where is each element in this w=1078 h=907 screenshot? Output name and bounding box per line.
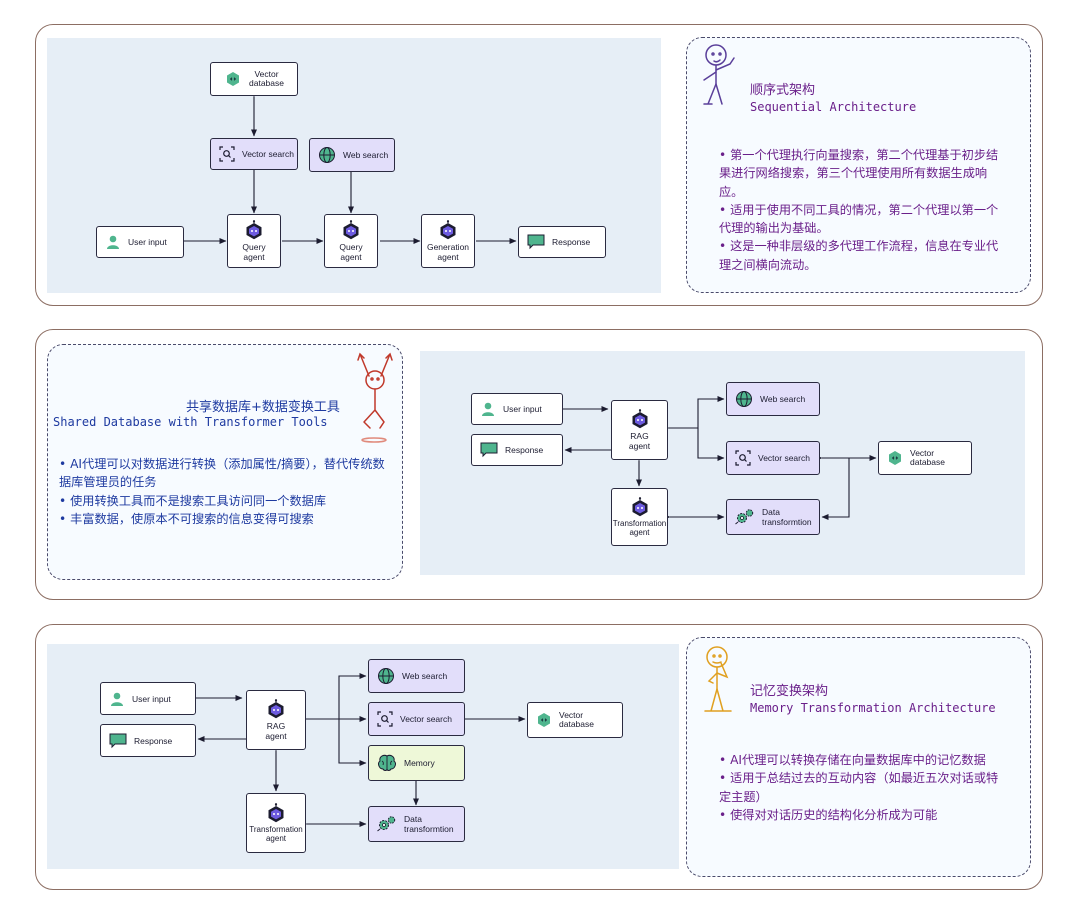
transformation-agent-node[interactable]: Transformation agent <box>246 793 306 853</box>
panel1-bullet: 第一个代理执行向量搜索，第二个代理基于初步结果进行网络搜索，第三个代理使用所有数… <box>719 146 1004 201</box>
robot-agent-icon <box>440 220 456 240</box>
transformation-agent-node[interactable]: Transformation agent <box>611 488 668 546</box>
vector-search-label: Vector search <box>758 453 810 463</box>
panel3-bullets: AI代理可以转换存储在向量数据库中的记忆数据 适用于总结过去的互动内容（如最近五… <box>719 751 1009 824</box>
robot-agent-icon <box>632 409 647 429</box>
chat-bubble-icon <box>480 442 498 458</box>
user-icon <box>482 402 494 416</box>
user-input-label: User input <box>128 237 167 247</box>
panel2-bullet: 丰富数据，使原本不可搜索的信息变得可搜索 <box>59 510 387 528</box>
panel2-bullets: AI代理可以对数据进行转换（添加属性/摘要），替代传统数据库管理员的任务 使用转… <box>59 455 387 528</box>
panel3-bullet: AI代理可以转换存储在向量数据库中的记忆数据 <box>719 751 1009 769</box>
panel1-subtitle: Sequential Architecture <box>750 100 917 114</box>
user-input-label: User input <box>503 404 542 414</box>
vector-search-label: Vector search <box>400 714 452 724</box>
doodle-figure-icon <box>703 44 735 105</box>
vector-search-node[interactable]: Vector search <box>726 441 820 475</box>
vector-search-node[interactable]: Vector search <box>368 702 465 736</box>
data-transformation-label: Data transformtion <box>762 507 812 527</box>
chat-bubble-icon <box>527 234 545 250</box>
panel3-bullet: 适用于总结过去的互动内容（如最近五次对话或特定主题） <box>719 769 1009 806</box>
gears-icon <box>735 509 754 525</box>
magnifier-frame-icon <box>219 146 235 162</box>
generation-agent-label: Generation agent <box>426 242 470 262</box>
globe-icon <box>736 391 752 407</box>
user-icon <box>107 235 119 249</box>
data-transformation-node[interactable]: Data transformtion <box>368 806 465 842</box>
panel3-bullet: 使得对对话历史的结构化分析成为可能 <box>719 806 1009 824</box>
database-hexagon-icon <box>889 451 901 465</box>
user-input-label: User input <box>132 693 171 704</box>
vector-database-node[interactable]: Vector database <box>210 62 298 96</box>
memory-label: Memory <box>404 758 435 768</box>
transformation-agent-label: Transformation agent <box>249 824 303 843</box>
query-agent-node-1[interactable]: Query agent <box>227 214 281 268</box>
brain-icon <box>378 754 396 771</box>
panel3-subtitle: Memory Transformation Architecture <box>750 701 996 715</box>
user-input-node[interactable]: User input <box>471 393 563 425</box>
doodle-figure-icon <box>704 646 732 712</box>
panel2-title: 共享数据库+数据变换工具 <box>186 400 340 415</box>
vector-database-label: Vector database <box>249 68 284 88</box>
panel2-bullet: AI代理可以对数据进行转换（添加属性/摘要），替代传统数据库管理员的任务 <box>59 455 387 492</box>
robot-agent-icon <box>632 496 647 516</box>
rag-agent-node[interactable]: RAG agent <box>246 690 306 750</box>
response-label: Response <box>552 237 591 247</box>
vector-database-node[interactable]: Vector database <box>878 441 972 475</box>
vector-search-node[interactable]: Vector search <box>210 138 298 170</box>
query-agent-node-2[interactable]: Query agent <box>324 214 378 268</box>
database-hexagon-icon <box>538 713 550 727</box>
web-search-node[interactable]: Web search <box>309 138 395 172</box>
query-agent-label-1: Query agent <box>242 242 266 262</box>
globe-icon <box>378 668 394 684</box>
doodle-figure-icon <box>357 352 393 443</box>
memory-node[interactable]: Memory <box>368 745 465 781</box>
vector-database-label: Vector database <box>910 447 945 467</box>
panel1-title: 顺序式架构 <box>750 83 816 98</box>
panel1-bullet: 适用于使用不同工具的情况，第二个代理以第一个代理的输出为基础。 <box>719 201 1004 238</box>
user-input-node[interactable]: User input <box>100 682 196 715</box>
panel3-title: 记忆变换架构 <box>750 684 829 699</box>
generation-agent-node[interactable]: Generation agent <box>421 214 475 268</box>
response-node[interactable]: Response <box>471 434 563 466</box>
response-label: Response <box>505 445 544 455</box>
globe-icon <box>319 147 335 163</box>
vector-database-label: Vector database <box>559 709 594 729</box>
robot-agent-icon <box>268 699 284 719</box>
gears-icon <box>377 816 396 832</box>
rag-agent-node[interactable]: RAG agent <box>611 400 668 460</box>
web-search-label: Web search <box>343 150 389 160</box>
panel1-bullet: 这是一种非层级的多代理工作流程，信息在专业代理之间横向流动。 <box>719 237 1004 274</box>
panel2-subtitle: Shared Database with Transformer Tools <box>53 415 328 429</box>
rag-agent-label: RAG agent <box>628 431 651 451</box>
magnifier-frame-icon <box>377 711 393 727</box>
response-node[interactable]: Response <box>100 724 196 757</box>
web-search-node[interactable]: Web search <box>368 659 465 693</box>
vector-database-node[interactable]: Vector database <box>527 702 623 738</box>
vector-search-label: Vector search <box>242 149 294 159</box>
panel2-bullet: 使用转换工具而不是搜索工具访问同一个数据库 <box>59 492 387 510</box>
data-transformation-label: Data transformtion <box>404 814 454 834</box>
response-label: Response <box>134 735 173 746</box>
web-search-label: Web search <box>760 394 806 404</box>
web-search-node[interactable]: Web search <box>726 382 820 416</box>
database-hexagon-icon <box>227 72 239 86</box>
magnifier-frame-icon <box>735 450 751 466</box>
robot-agent-icon <box>343 220 359 240</box>
data-transformation-node[interactable]: Data transformtion <box>726 499 820 535</box>
user-input-node[interactable]: User input <box>96 226 184 258</box>
transformation-agent-label: Transformation agent <box>612 518 667 537</box>
query-agent-label-2: Query agent <box>339 242 363 262</box>
robot-agent-icon <box>268 802 284 822</box>
chat-bubble-icon <box>109 733 127 748</box>
panel1-bullets: 第一个代理执行向量搜索，第二个代理基于初步结果进行网络搜索，第三个代理使用所有数… <box>719 146 1004 274</box>
rag-agent-label: RAG agent <box>265 721 287 741</box>
web-search-label: Web search <box>402 671 448 681</box>
response-node[interactable]: Response <box>518 226 606 258</box>
user-icon <box>111 692 123 706</box>
robot-agent-icon <box>246 220 262 240</box>
